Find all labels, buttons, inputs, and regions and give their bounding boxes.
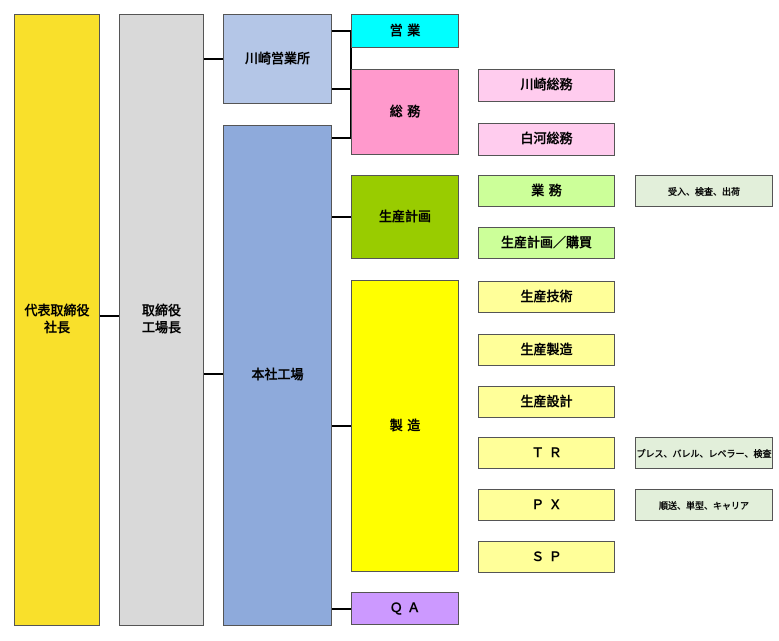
president-role: 社長	[43, 321, 70, 336]
note-gyomu: 受入、検査、出荷	[635, 175, 773, 207]
prod-tech-box: 生産技術	[478, 281, 615, 313]
connector	[100, 315, 119, 317]
px-box: Ｐ Ｘ	[478, 489, 615, 521]
shirakawa-soumu-box: 白河総務	[478, 123, 615, 156]
sales-box: 営 業	[351, 14, 459, 48]
connector	[203, 58, 224, 60]
director-box: 取締役 工場長	[119, 14, 204, 626]
president-title: 代表取締役	[24, 304, 90, 319]
connector	[331, 137, 352, 139]
connector	[331, 608, 352, 610]
president-box: 代表取締役 社長	[14, 14, 100, 626]
prod-mfg-box: 生産製造	[478, 334, 615, 366]
connector	[331, 30, 352, 32]
qa-box: Ｑ Ａ	[351, 592, 459, 625]
tr-box: Ｔ Ｒ	[478, 437, 615, 469]
gyomu-box: 業 務	[478, 175, 615, 207]
prod-design-box: 生産設計	[478, 386, 615, 418]
connector	[331, 88, 352, 90]
director-role: 工場長	[141, 321, 181, 336]
director-title: 取締役	[141, 304, 181, 319]
connector	[331, 425, 352, 427]
connector	[331, 216, 352, 218]
head-factory-box: 本社工場	[223, 125, 332, 626]
production-planning-box: 生産計画	[351, 175, 459, 259]
note-tr: プレス、バレル、レベラー、検査	[635, 437, 773, 469]
sp-box: Ｓ Ｐ	[478, 541, 615, 573]
kawasaki-soumu-box: 川崎総務	[478, 69, 615, 102]
manufacturing-box: 製 造	[351, 280, 459, 572]
kawasaki-office-box: 川崎営業所	[223, 14, 332, 104]
connector	[203, 373, 224, 375]
note-px: 順送、単型、キャリア	[635, 489, 773, 521]
general-affairs-box: 総 務	[351, 69, 459, 155]
planning-purchasing-box: 生産計画／購買	[478, 227, 615, 259]
